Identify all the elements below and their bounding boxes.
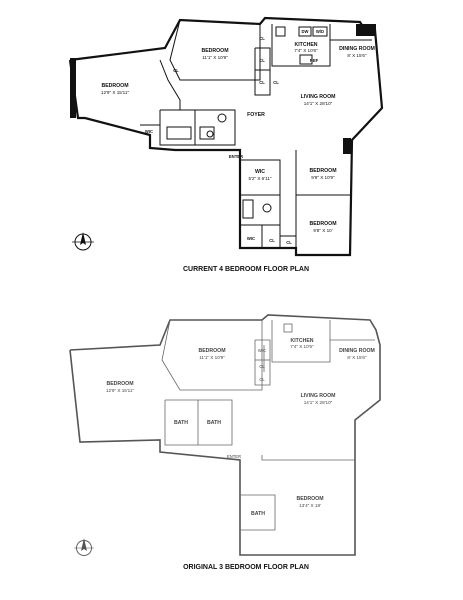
current-wic-tag-2: WIC bbox=[247, 236, 255, 241]
current-dining-label: DINING ROOM bbox=[339, 46, 375, 52]
current-lower-bath bbox=[240, 194, 281, 226]
current-bedroom-left-label: BEDROOM bbox=[101, 83, 128, 89]
original-bedroom-large-label: BEDROOM bbox=[296, 496, 323, 502]
current-toilet-2 bbox=[206, 130, 214, 138]
original-cl-1: CL bbox=[259, 364, 265, 369]
current-wd-tag: W/D bbox=[316, 29, 324, 34]
original-living-dims: 14'1" X 28'10" bbox=[304, 400, 333, 405]
current-wic-left bbox=[140, 124, 161, 145]
original-bedroom-top-dims: 11'1" X 10'9" bbox=[199, 355, 225, 360]
original-bedroom-left-label: BEDROOM bbox=[106, 381, 133, 387]
original-lower-bath-walls bbox=[240, 494, 276, 531]
original-plan: BEDROOM 11'1" X 10'9" BEDROOM 12'9" X 15… bbox=[69, 314, 381, 571]
original-bedroom-top-wall bbox=[161, 319, 263, 391]
current-dining-dims: 8' X 15'6" bbox=[347, 53, 367, 58]
original-plan-caption: ORIGINAL 3 BEDROOM FLOOR PLAN bbox=[183, 564, 309, 571]
original-dining-dims: 8' X 15'6" bbox=[347, 355, 367, 360]
original-bedroom-large-walls bbox=[261, 455, 355, 461]
current-cl-4: CL bbox=[273, 80, 279, 85]
current-wic-small-label: WIC bbox=[255, 169, 265, 175]
original-cl-2: CL bbox=[259, 377, 265, 382]
current-kitchen-label: KITCHEN bbox=[294, 42, 317, 48]
current-stove bbox=[275, 26, 286, 37]
current-bedroom-left-dims: 12'9" X 15'11" bbox=[101, 90, 130, 95]
original-bedroom-large-dims: 13'4" X 18' bbox=[299, 503, 321, 508]
current-fridge bbox=[299, 54, 313, 65]
current-wall-block-top bbox=[356, 24, 376, 36]
current-ref-tag: REF bbox=[310, 58, 319, 63]
current-wic-small-dims: 5'2" X 6'11" bbox=[248, 176, 271, 181]
current-bedroom-lower-label: BEDROOM bbox=[309, 221, 336, 227]
current-kitchen-dims: 7'4" X 10'6" bbox=[294, 48, 318, 53]
current-bedroom-top-dims: 11'1" X 10'9" bbox=[202, 55, 228, 60]
original-dining-label: DINING ROOM bbox=[339, 348, 375, 354]
compass-icon bbox=[72, 232, 94, 251]
current-bedroom-left-wall bbox=[159, 59, 181, 110]
current-cl-6: CL bbox=[269, 238, 275, 243]
current-tub-2 bbox=[199, 126, 215, 140]
current-cl-7: CL bbox=[286, 240, 292, 245]
current-living-label: LIVING ROOM bbox=[301, 94, 336, 100]
current-bedroom-top-wall bbox=[169, 19, 261, 81]
current-toilet-1 bbox=[217, 113, 227, 123]
current-wall-block-left bbox=[70, 58, 76, 118]
original-stove bbox=[283, 323, 293, 333]
original-bedroom-top-label: BEDROOM bbox=[198, 348, 225, 354]
current-kitchen-wall bbox=[271, 24, 331, 67]
current-plan: BEDROOM 11'1" X 10'9" BEDROOM 12'9" X 15… bbox=[68, 16, 384, 273]
original-kitchen-wall bbox=[271, 320, 331, 363]
current-dw-box bbox=[298, 26, 312, 37]
original-wic-tag: WIC bbox=[258, 348, 266, 353]
compass-icon bbox=[74, 538, 94, 556]
current-closet-walls bbox=[254, 47, 271, 96]
original-enter-tag: ENTER bbox=[227, 454, 241, 459]
original-outer-wall bbox=[69, 314, 381, 556]
original-closet-walls bbox=[254, 339, 271, 386]
current-wd-box bbox=[312, 26, 328, 37]
current-wall-block-right bbox=[343, 138, 351, 154]
current-tub-3 bbox=[242, 199, 254, 219]
original-kitchen-label: KITCHEN bbox=[290, 338, 313, 344]
current-cl-2: CL bbox=[259, 58, 265, 63]
current-toilet-3 bbox=[262, 203, 272, 213]
current-bedroom-lower-dims: 9'8" X 10' bbox=[313, 228, 332, 233]
original-bath-right-label: BATH bbox=[207, 420, 221, 426]
current-enter-tag: ENTER bbox=[229, 154, 243, 159]
current-cl-3: CL bbox=[259, 80, 265, 85]
current-wic-tag-1: WIC bbox=[145, 129, 153, 134]
original-kitchen-dims: 7'4" X 10'6" bbox=[290, 344, 314, 349]
original-living-label: LIVING ROOM bbox=[301, 393, 336, 399]
current-plan-caption: CURRENT 4 BEDROOM FLOOR PLAN bbox=[183, 266, 309, 273]
current-dw-tag: DW bbox=[302, 29, 309, 34]
current-cl-1: CL bbox=[259, 36, 265, 41]
original-bath-left-label: BATH bbox=[174, 420, 188, 426]
original-bath-lower-label: BATH bbox=[251, 511, 265, 517]
original-bedroom-left-dims: 12'9" X 15'11" bbox=[106, 388, 135, 393]
original-bath-walls bbox=[164, 399, 233, 446]
current-bedroom-right-dims: 9'8" X 10'9" bbox=[311, 175, 335, 180]
current-living-dims: 14'1" X 28'10" bbox=[304, 101, 333, 106]
current-outer-wall bbox=[68, 16, 384, 257]
current-bedroom-top-label: BEDROOM bbox=[201, 48, 228, 54]
current-bedroom-right-label: BEDROOM bbox=[309, 168, 336, 174]
current-cl-5: CL bbox=[173, 68, 179, 73]
current-foyer-label: FOYER bbox=[247, 112, 265, 118]
current-tub-1 bbox=[166, 126, 192, 140]
